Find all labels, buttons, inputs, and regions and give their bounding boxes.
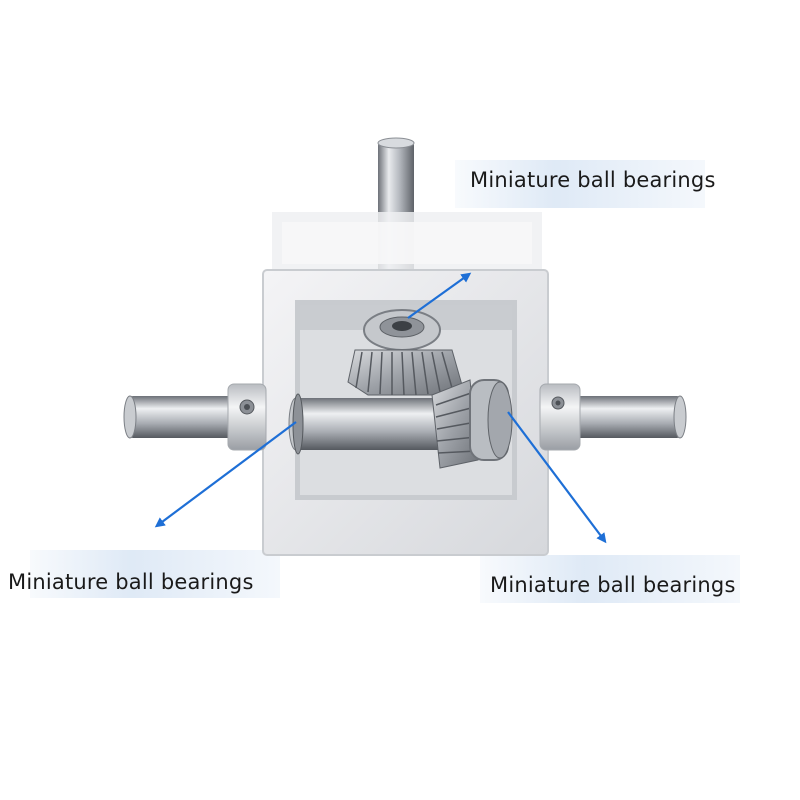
label-band-right: [480, 555, 740, 603]
label-left-bearing: Miniature ball bearings: [8, 570, 254, 594]
label-band-top: [455, 160, 705, 208]
arrow-right: [507, 411, 607, 544]
right-shaft: [570, 396, 682, 438]
left-collar: [227, 383, 267, 451]
label-band-left: [30, 550, 280, 598]
vertical-bevel-gear: [347, 349, 463, 396]
label-right-bearing: Miniature ball bearings: [490, 573, 736, 597]
arrow-left: [154, 421, 297, 528]
left-shaft: [128, 396, 243, 438]
right-collar: [539, 383, 581, 451]
inner-shaft: [292, 398, 452, 450]
label-top-bearing: Miniature ball bearings: [470, 168, 716, 192]
arrow-top: [407, 272, 472, 319]
